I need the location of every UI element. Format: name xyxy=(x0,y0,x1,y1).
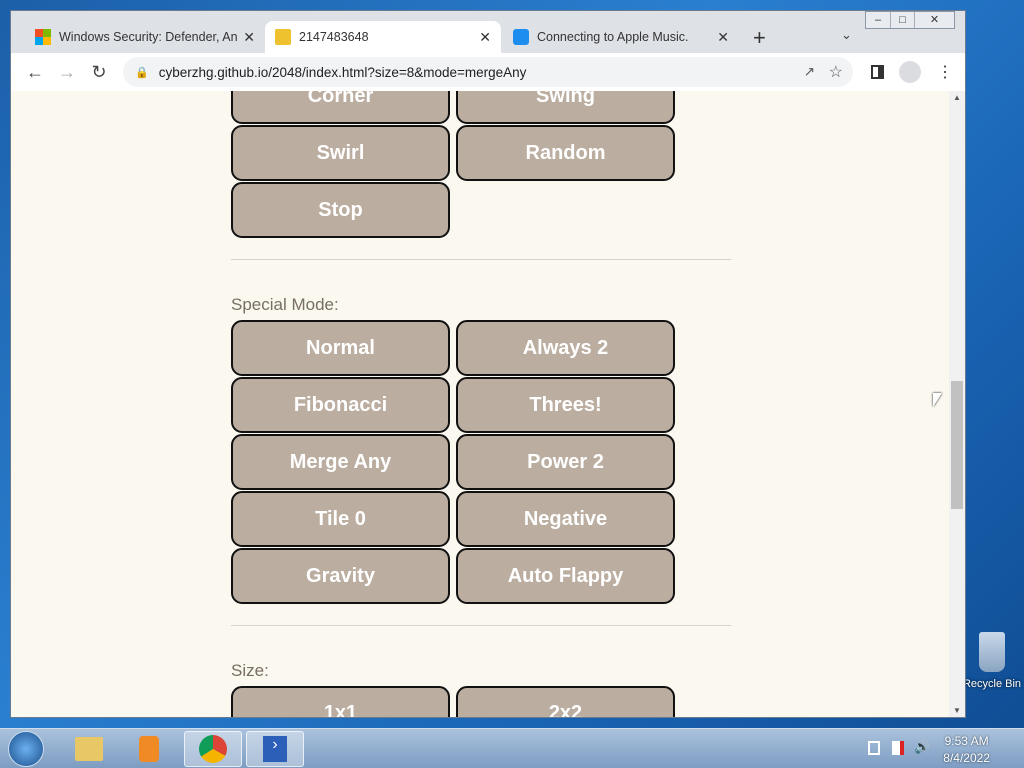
taskbar-media-player[interactable] xyxy=(120,731,178,767)
action-center-icon[interactable] xyxy=(892,741,904,755)
windows-logo-icon xyxy=(35,29,51,45)
side-panel-icon[interactable] xyxy=(871,65,884,79)
tab-search-button[interactable]: ⌄ xyxy=(841,27,852,42)
minimize-button[interactable]: – xyxy=(874,14,882,26)
network-icon[interactable] xyxy=(868,741,880,755)
close-tab-icon[interactable]: ✕ xyxy=(243,28,255,45)
forward-button[interactable]: → xyxy=(58,61,76,82)
url-text: cyberzhg.github.io/2048/index.html?size=… xyxy=(158,64,527,80)
app-store-icon xyxy=(513,29,529,45)
profile-avatar[interactable] xyxy=(899,61,921,83)
mode-button-swing[interactable]: Swing xyxy=(456,91,675,124)
tab-apple-music[interactable]: Connecting to Apple Music. ✕ xyxy=(503,21,739,53)
browser-window: – □ ✕ Windows Security: Defender, Ant ✕ … xyxy=(10,10,966,718)
divider xyxy=(231,625,731,626)
reload-button[interactable]: ↻ xyxy=(91,61,107,82)
special-mode-always-2[interactable]: Always 2 xyxy=(456,320,675,376)
menu-icon[interactable]: ⋮ xyxy=(937,64,953,81)
chrome-icon xyxy=(199,735,227,763)
volume-icon[interactable]: 🔊 xyxy=(914,739,931,754)
address-bar[interactable]: 🔒 cyberzhg.github.io/2048/index.html?siz… xyxy=(123,57,853,87)
folder-icon xyxy=(75,737,103,761)
recycle-bin-icon xyxy=(979,632,1005,672)
special-mode-power-2[interactable]: Power 2 xyxy=(456,434,675,490)
special-mode-fibonacci[interactable]: Fibonacci xyxy=(231,377,450,433)
divider xyxy=(231,259,731,260)
special-mode-auto-flappy[interactable]: Auto Flappy xyxy=(456,548,675,604)
vertical-scrollbar[interactable]: ▲ ▼ xyxy=(949,91,965,717)
media-player-icon xyxy=(139,736,159,762)
2048-favicon-icon xyxy=(275,29,291,45)
scroll-down-arrow[interactable]: ▼ xyxy=(953,706,961,715)
mode-button-swirl[interactable]: Swirl xyxy=(231,125,450,181)
lock-icon: 🔒 xyxy=(135,66,149,79)
share-icon[interactable]: ↗ xyxy=(803,64,815,79)
recycle-bin-label: Recycle Bin xyxy=(962,678,1022,690)
mouse-cursor xyxy=(933,393,942,407)
clock[interactable]: 9:53 AM 8/4/2022 xyxy=(943,733,990,767)
taskbar: › 🔊 9:53 AM 8/4/2022 xyxy=(0,728,1024,768)
mode-button-stop[interactable]: Stop xyxy=(231,182,450,238)
window-controls: – □ ✕ xyxy=(865,11,955,29)
recycle-bin[interactable]: Recycle Bin xyxy=(962,632,1022,690)
powershell-icon: › xyxy=(263,736,287,762)
taskbar-explorer[interactable] xyxy=(60,731,118,767)
back-button[interactable]: ← xyxy=(26,61,44,82)
special-mode-merge-any[interactable]: Merge Any xyxy=(231,434,450,490)
mode-button-corner[interactable]: Corner xyxy=(231,91,450,124)
special-mode-normal[interactable]: Normal xyxy=(231,320,450,376)
scrollbar-thumb[interactable] xyxy=(951,381,963,509)
taskbar-powershell[interactable]: › xyxy=(246,731,304,767)
size-button-2x2[interactable]: 2x2 xyxy=(456,686,675,717)
taskbar-chrome[interactable] xyxy=(184,731,242,767)
close-tab-icon[interactable]: ✕ xyxy=(717,28,729,45)
special-mode-negative[interactable]: Negative xyxy=(456,491,675,547)
clock-date: 8/4/2022 xyxy=(943,751,990,765)
page-content: Corner Swing Swirl Random Stop Special M… xyxy=(11,91,949,717)
close-tab-icon[interactable]: ✕ xyxy=(479,28,491,45)
scroll-up-arrow[interactable]: ▲ xyxy=(953,93,961,102)
special-mode-tile-0[interactable]: Tile 0 xyxy=(231,491,450,547)
bookmark-star-icon[interactable]: ☆ xyxy=(828,64,843,81)
special-mode-label: Special Mode: xyxy=(231,295,339,314)
mode-button-random[interactable]: Random xyxy=(456,125,675,181)
clock-time: 9:53 AM xyxy=(944,734,989,748)
new-tab-button[interactable]: + xyxy=(753,25,766,50)
special-mode-threes[interactable]: Threes! xyxy=(456,377,675,433)
tab-strip: Windows Security: Defender, Ant ✕ 214748… xyxy=(11,21,965,53)
size-label: Size: xyxy=(231,661,269,680)
close-window-button[interactable]: ✕ xyxy=(914,12,954,28)
toolbar: ← → ↻ 🔒 cyberzhg.github.io/2048/index.ht… xyxy=(11,53,965,91)
start-button[interactable] xyxy=(8,731,44,767)
tab-2048[interactable]: 2147483648 ✕ xyxy=(265,21,501,53)
size-button-1x1[interactable]: 1x1 xyxy=(231,686,450,717)
special-mode-gravity[interactable]: Gravity xyxy=(231,548,450,604)
maximize-button[interactable]: □ xyxy=(890,12,914,28)
tab-windows-security[interactable]: Windows Security: Defender, Ant ✕ xyxy=(25,21,265,53)
